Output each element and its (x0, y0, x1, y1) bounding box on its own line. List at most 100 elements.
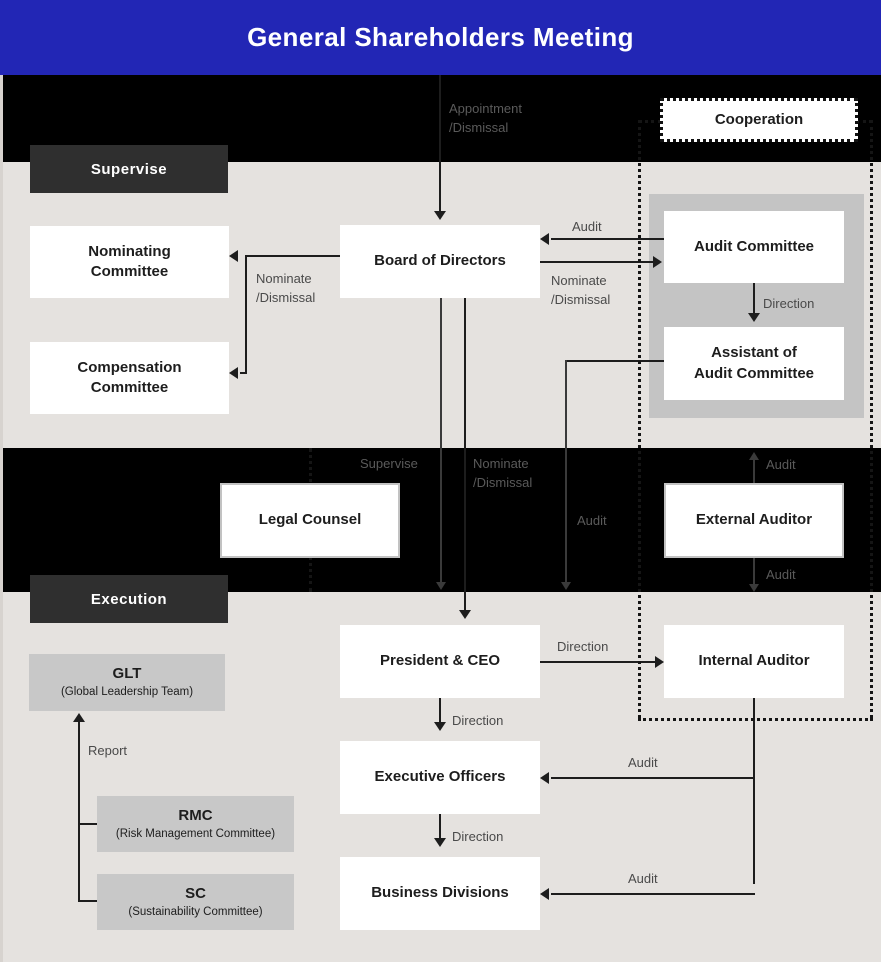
label-direction-eo-to-bd: Direction (452, 829, 504, 844)
arrowhead-ia-audit-to-business-divisions (540, 888, 549, 900)
cooperation-dotted-line-left (638, 120, 641, 718)
arrowhead-to-compensation-committee (229, 367, 238, 379)
node-rmc[interactable]: RMC (Risk Management Committee) (97, 796, 294, 852)
label-audit-external-down: Audit (766, 567, 796, 582)
line-external-auditor-up (753, 460, 755, 484)
node-compensation-committee[interactable]: Compensation Committee (30, 342, 229, 414)
badge-execution: Execution (30, 575, 228, 623)
node-nominating-committee-label: Nominating Committee (88, 242, 171, 280)
line-rmc-branch (78, 823, 99, 825)
node-glt-title: GLT (112, 665, 142, 683)
node-audit-committee[interactable]: Audit Committee (664, 211, 844, 283)
node-executive-officers-label: Executive Officers (374, 768, 506, 786)
line-board-nominate-to-ac (540, 261, 653, 263)
line-eo-to-business-divisions (439, 814, 441, 840)
arrowhead-to-nominating-committee (229, 250, 238, 262)
label-nominate-dismissal-right: Nominate /Dismissal (551, 273, 611, 307)
arrowhead-ac-audit-to-board (540, 233, 549, 245)
badge-execution-label: Execution (90, 590, 168, 608)
label-audit-center: Audit (577, 513, 607, 528)
line-ceo-to-internal-auditor (540, 661, 658, 663)
node-business-divisions-label: Business Divisions (371, 884, 509, 902)
arrowhead-ceo-to-internal-auditor (655, 656, 664, 668)
line-board-nominate-center (464, 298, 466, 612)
line-audit-center-horizontal (565, 360, 664, 362)
label-nominate-dismissal-center: Nominate /Dismissal (473, 456, 533, 490)
badge-supervise-label: Supervise (90, 160, 168, 178)
node-legal-counsel[interactable]: Legal Counsel (220, 483, 400, 558)
node-assistant-of-audit-committee-label: Assistant of Audit Committee (694, 344, 814, 382)
cooperation-dotted-stub-left (638, 120, 662, 123)
node-cooperation[interactable]: Cooperation (660, 98, 858, 142)
arrowhead-external-auditor-up (749, 452, 759, 460)
line-ac-audit-to-board (551, 238, 664, 240)
line-internal-auditor-down (753, 698, 755, 884)
cooperation-dotted-stub-right (856, 120, 872, 123)
line-ia-audit-to-executive-officers (551, 777, 755, 779)
arrowhead-board-nominate-to-ac (653, 256, 662, 268)
node-internal-auditor[interactable]: Internal Auditor (664, 625, 844, 698)
label-report-to-glt: Report (88, 743, 128, 758)
node-board-of-directors-label: Board of Directors (374, 252, 506, 270)
line-ia-audit-to-business-divisions (551, 893, 755, 895)
line-ceo-to-executive-officers (439, 698, 441, 724)
node-nominating-committee[interactable]: Nominating Committee (30, 226, 229, 298)
node-sc-subtitle: (Sustainability Committee) (128, 905, 263, 918)
node-sc[interactable]: SC (Sustainability Committee) (97, 874, 294, 930)
label-appointment-dismissal: Appointment /Dismissal (449, 101, 522, 135)
header-band (0, 0, 881, 75)
label-direction-ceo-to-eo: Direction (452, 713, 504, 728)
node-president-ceo[interactable]: President & CEO (340, 625, 540, 698)
node-business-divisions[interactable]: Business Divisions (340, 857, 540, 930)
cooperation-dotted-line-bottom (638, 718, 873, 721)
arrowhead-board-nominate-center (459, 610, 471, 619)
line-audit-center-vertical (565, 360, 567, 584)
node-sc-title: SC (185, 884, 206, 902)
cooperation-dotted-line-right (870, 120, 873, 718)
label-nominate-dismissal-left: Nominate /Dismissal (256, 271, 316, 305)
line-board-to-committee-branch (245, 255, 341, 257)
arrowhead-ia-audit-to-executive-officers (540, 772, 549, 784)
arrowhead-ac-to-assistant (748, 313, 760, 322)
node-legal-counsel-label: Legal Counsel (258, 511, 362, 529)
label-direction-ac-to-assistant: Direction (763, 296, 815, 311)
node-executive-officers[interactable]: Executive Officers (340, 741, 540, 814)
label-direction-ceo-to-ia: Direction (557, 639, 609, 654)
node-internal-auditor-label: Internal Auditor (698, 652, 810, 670)
node-glt[interactable]: GLT (Global Leadership Team) (29, 654, 225, 711)
label-audit-to-executive-officers: Audit (628, 755, 658, 770)
label-audit-to-business-divisions: Audit (628, 871, 658, 886)
node-cooperation-label: Cooperation (714, 110, 804, 128)
node-glt-subtitle: (Global Leadership Team) (60, 686, 194, 699)
node-external-auditor[interactable]: External Auditor (664, 483, 844, 558)
line-branch-to-compensation (240, 372, 247, 374)
page-title: General Shareholders Meeting (247, 22, 634, 52)
line-report-to-glt (78, 722, 80, 902)
node-external-auditor-label: External Auditor (695, 511, 813, 529)
line-sc-branch (78, 900, 99, 902)
line-committee-branch-vertical (245, 255, 247, 373)
node-compensation-committee-label: Compensation Committee (77, 358, 182, 396)
line-gsm-to-board (439, 75, 441, 213)
line-board-supervise (440, 298, 442, 584)
arrowhead-board-supervise (436, 582, 446, 590)
arrowhead-audit-center (561, 582, 571, 590)
node-assistant-of-audit-committee[interactable]: Assistant of Audit Committee (664, 327, 844, 400)
node-rmc-title: RMC (178, 806, 213, 824)
line-ac-to-assistant (753, 283, 755, 316)
label-audit-external-up: Audit (766, 457, 796, 472)
badge-supervise: Supervise (30, 145, 228, 193)
line-external-auditor-down (753, 558, 755, 586)
arrowhead-external-auditor-down (749, 584, 759, 592)
node-rmc-subtitle: (Risk Management Committee) (115, 827, 276, 840)
arrowhead-ceo-to-executive-officers (434, 722, 446, 731)
left-edge-stripe (0, 75, 3, 962)
label-supervise-line: Supervise (360, 456, 418, 471)
node-board-of-directors[interactable]: Board of Directors (340, 225, 540, 298)
arrowhead-report-to-glt (73, 713, 85, 722)
node-president-ceo-label: President & CEO (379, 652, 501, 670)
node-audit-committee-label: Audit Committee (694, 237, 814, 255)
label-audit-ac-to-board: Audit (572, 219, 602, 234)
arrowhead-gsm-to-board (434, 211, 446, 220)
